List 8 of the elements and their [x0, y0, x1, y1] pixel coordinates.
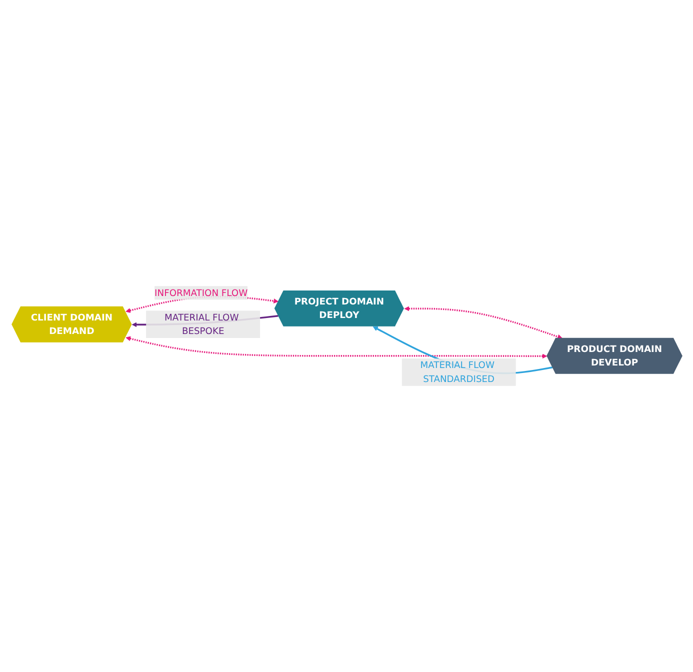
edge-label: MATERIAL FLOW BESPOKE: [164, 312, 238, 336]
arrow: [404, 306, 562, 340]
node-box: PROJECT DOMAIN DEPLOY: [274, 290, 404, 326]
edge-label: INFORMATION FLOW: [154, 287, 248, 298]
node-box: PRODUCT DOMAIN DEVELOP: [546, 338, 682, 374]
edge-label: MATERIAL FLOW STANDARDISED: [420, 360, 494, 384]
arrow: [125, 336, 547, 359]
node-box: CLIENT DOMAIN DEMAND: [11, 306, 132, 342]
